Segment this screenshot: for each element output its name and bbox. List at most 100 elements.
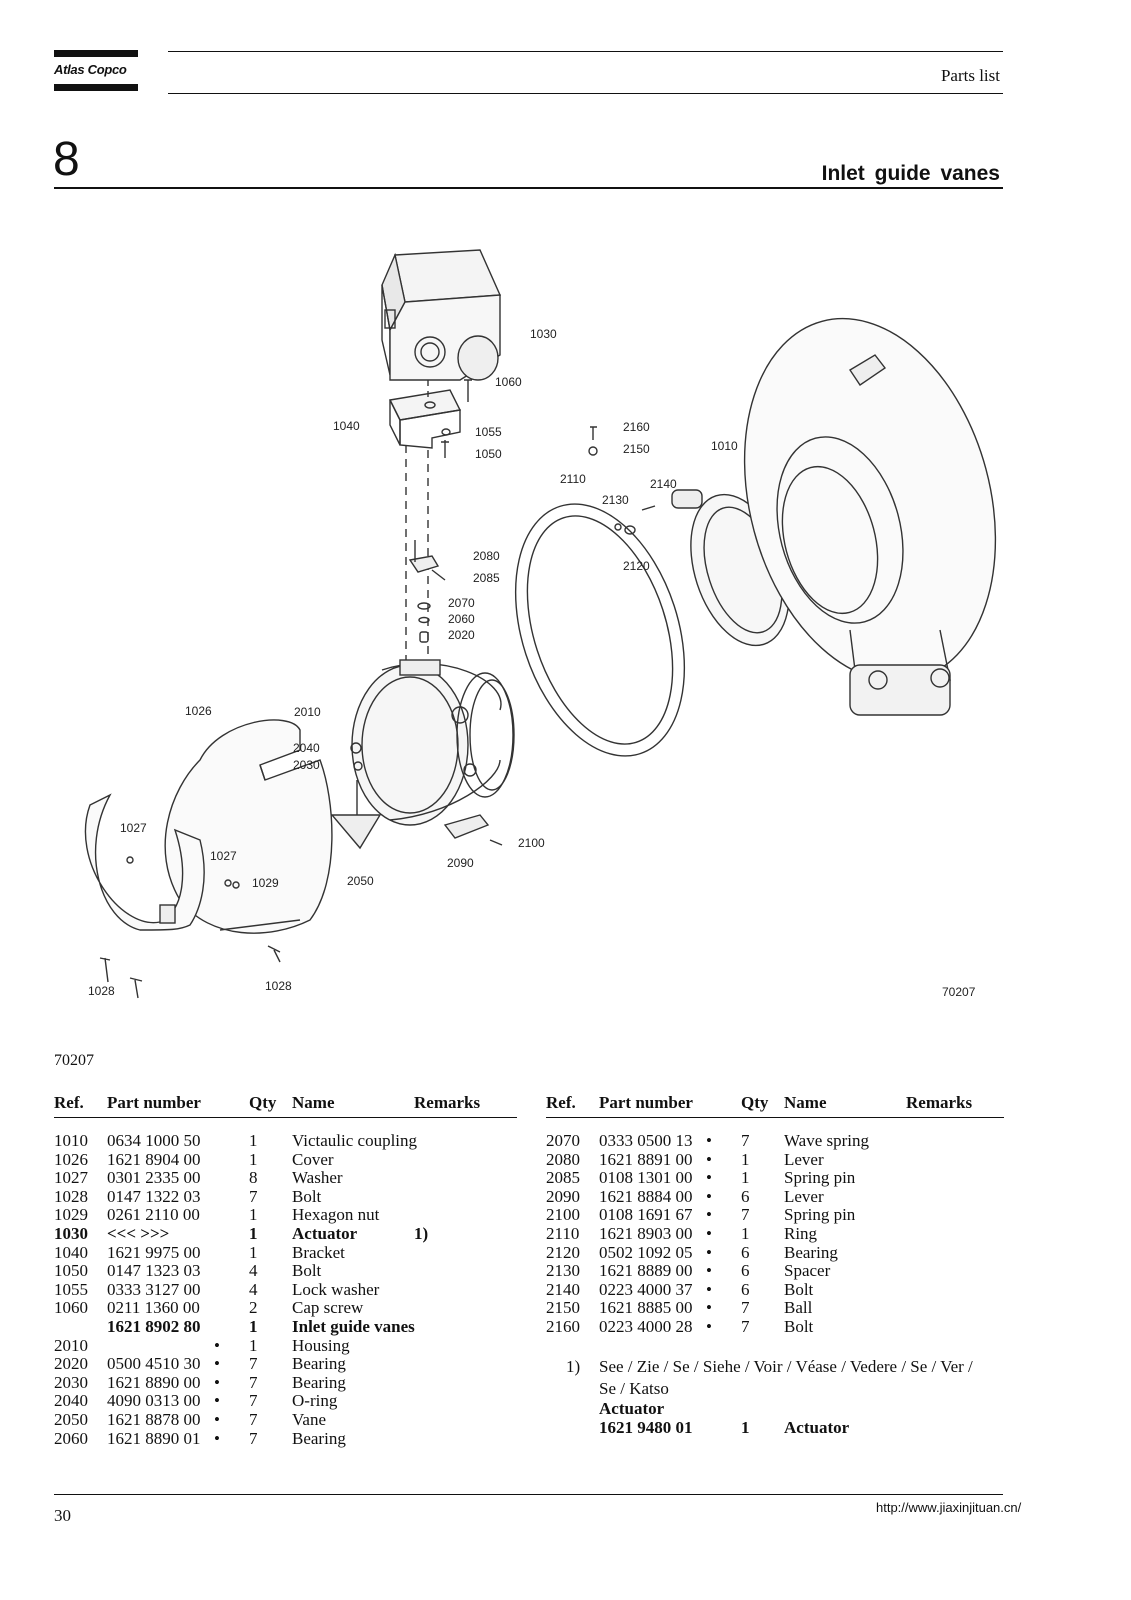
footnote-text-line1: See / Zie / Se / Siehe / Voir / Véase / … <box>599 1357 973 1376</box>
cell-name: Spacer <box>784 1261 831 1281</box>
cell-part: 1621 8878 00 <box>107 1410 201 1429</box>
cell-qty: 7 <box>741 1205 750 1225</box>
cell-part: 1621 8890 01 <box>107 1428 201 1448</box>
cell-ref: 2030 <box>54 1372 88 1392</box>
cell-name: Spring pin <box>784 1168 856 1188</box>
parts-table-right: Ref. Part number Qty Name Remarks 1) See… <box>546 1093 1006 1463</box>
cell-qty: 7 <box>741 1317 750 1336</box>
callout-2120: 2120 <box>623 559 650 573</box>
cell-name: Inlet guide vanes <box>292 1317 415 1336</box>
col-header-qty: Qty <box>249 1093 277 1112</box>
cell-ref: 2130 <box>546 1261 580 1281</box>
cell-part: 1621 8885 00 <box>599 1298 693 1318</box>
cell-qty: 1 <box>741 1224 750 1243</box>
callout-2010: 2010 <box>294 705 321 719</box>
cell-ref: 2060 <box>54 1428 88 1448</box>
cell-ref: 2120 <box>546 1242 580 1262</box>
cell-qty: 7 <box>249 1410 258 1429</box>
cell-qty: 1 <box>249 1205 258 1225</box>
logo-bar-bottom <box>54 84 138 91</box>
cell-bullet: • <box>214 1354 220 1374</box>
cell-ref: 1026 <box>54 1149 88 1169</box>
cell-qty: 1 <box>249 1242 258 1262</box>
cell-qty: 7 <box>741 1131 750 1150</box>
footnote-name: Actuator <box>784 1418 850 1437</box>
cell-bullet: • <box>706 1298 712 1318</box>
footnote-label: Actuator <box>599 1399 665 1418</box>
bolt-1028-b <box>129 977 143 999</box>
cell-qty: 6 <box>741 1261 750 1281</box>
cell-part: 0261 2110 00 <box>107 1205 200 1225</box>
cell-part: 1621 8889 00 <box>599 1261 693 1281</box>
cell-name: Wave spring <box>784 1131 870 1150</box>
cell-name: Vane <box>292 1410 326 1429</box>
callout-2050: 2050 <box>347 874 374 888</box>
washer-1027 <box>126 856 134 864</box>
cell-qty: 7 <box>249 1186 258 1206</box>
cell-part: 1621 9975 00 <box>107 1242 201 1262</box>
cell-name: Lock washer <box>292 1279 380 1299</box>
cell-ref: 1029 <box>54 1205 88 1225</box>
cell-name: Victaulic coupling <box>292 1131 418 1150</box>
cell-bullet: • <box>706 1317 712 1336</box>
cell-qty: 7 <box>249 1391 258 1411</box>
cell-name: Bearing <box>292 1428 346 1448</box>
cell-part: 1621 8904 00 <box>107 1149 201 1169</box>
cell-ref: 2050 <box>54 1410 88 1429</box>
cell-part: 0333 0500 13 <box>599 1131 693 1150</box>
callout-1028: 1028 <box>265 979 292 993</box>
cell-name: Cap screw <box>292 1298 364 1318</box>
col-header-qty: Qty <box>741 1093 769 1112</box>
bracket-1040 <box>388 389 462 449</box>
cell-part: 1621 8903 00 <box>599 1224 693 1243</box>
cell-qty: 1 <box>249 1335 258 1355</box>
cell-qty: 7 <box>249 1428 258 1448</box>
cell-qty: 2 <box>249 1298 258 1318</box>
cell-part: 4090 0313 00 <box>107 1391 201 1411</box>
callout-1027: 1027 <box>120 821 147 835</box>
cell-bullet: • <box>214 1372 220 1392</box>
col-header-ref: Ref. <box>54 1093 84 1112</box>
cell-qty: 1 <box>741 1168 750 1188</box>
col-header-ref: Ref. <box>546 1093 576 1112</box>
cell-name: Bolt <box>784 1317 814 1336</box>
cell-name: Bolt <box>292 1186 322 1206</box>
cell-bullet: • <box>706 1205 712 1225</box>
cell-qty: 6 <box>741 1186 750 1206</box>
cell-name: Bracket <box>292 1242 345 1262</box>
cell-name: Washer <box>292 1168 343 1188</box>
lever-2080 <box>408 540 440 573</box>
cell-ref: 2110 <box>546 1224 580 1243</box>
cell-ref: 1060 <box>54 1298 88 1318</box>
cell-qty: 4 <box>249 1261 258 1281</box>
cell-part: 0147 1323 03 <box>107 1261 201 1281</box>
cell-qty: 7 <box>249 1354 258 1374</box>
brand-logo: Atlas Copco <box>54 62 127 77</box>
cell-qty: 6 <box>741 1242 750 1262</box>
housing-2010 <box>350 659 515 826</box>
callout-2160: 2160 <box>623 420 650 434</box>
cell-ref: 1027 <box>54 1168 88 1188</box>
cell-name: Cover <box>292 1149 334 1169</box>
cell-name: Hexagon nut <box>292 1205 380 1225</box>
inlet-housing <box>743 317 997 716</box>
cell-name: Bearing <box>292 1372 346 1392</box>
springpin-2100 <box>489 839 503 846</box>
cell-ref: 2160 <box>546 1317 580 1336</box>
cell-name: Bearing <box>784 1242 838 1262</box>
bolt-1028-a <box>99 957 111 983</box>
callout-2030: 2030 <box>293 758 320 772</box>
bolt-1050 <box>441 440 449 458</box>
cell-ref: 1050 <box>54 1261 88 1281</box>
callout-1026: 1026 <box>185 704 212 718</box>
cell-ref: 1040 <box>54 1242 88 1262</box>
cell-qty: 1 <box>249 1149 258 1169</box>
footer-rule <box>54 1494 1003 1495</box>
callout-1060: 1060 <box>495 375 522 389</box>
cell-bullet: • <box>706 1168 712 1188</box>
ring-2110 <box>514 503 686 757</box>
col-header-remarks: Remarks <box>414 1093 481 1112</box>
cell-qty: 1 <box>249 1131 258 1150</box>
